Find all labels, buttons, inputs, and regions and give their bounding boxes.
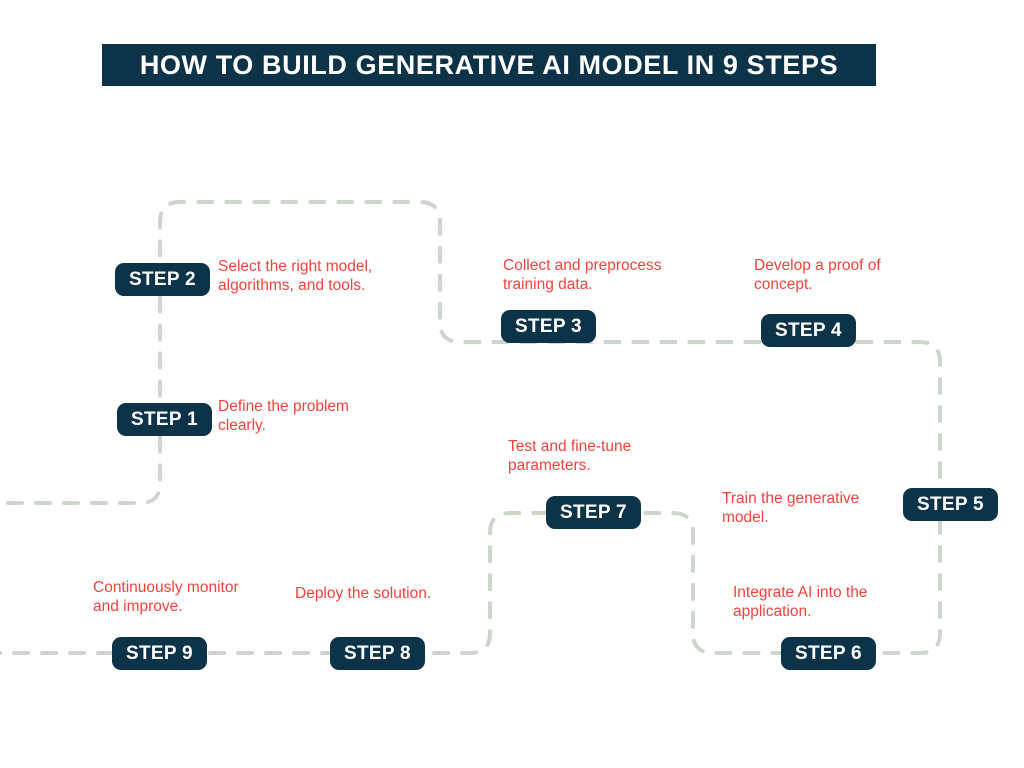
step-badge-2[interactable]: STEP 2 xyxy=(115,263,210,296)
step-badge-7[interactable]: STEP 7 xyxy=(546,496,641,529)
step-caption-7: Test and fine-tune parameters. xyxy=(508,438,632,474)
step-caption-5: Train the generative model. xyxy=(722,490,860,526)
step-badge-1[interactable]: STEP 1 xyxy=(117,403,212,436)
step-badge-5[interactable]: STEP 5 xyxy=(903,488,998,521)
step-badge-3[interactable]: STEP 3 xyxy=(501,310,596,343)
step-badge-6[interactable]: STEP 6 xyxy=(781,637,876,670)
step-caption-8: Deploy the solution. xyxy=(295,585,432,602)
step-badge-8[interactable]: STEP 8 xyxy=(330,637,425,670)
step-caption-3: Collect and preprocess training data. xyxy=(503,257,662,293)
step-badge-4[interactable]: STEP 4 xyxy=(761,314,856,347)
step-badge-9[interactable]: STEP 9 xyxy=(112,637,207,670)
step-caption-2: Select the right model, algorithms, and … xyxy=(218,258,373,294)
page-title-banner: HOW TO BUILD GENERATIVE AI MODEL IN 9 ST… xyxy=(102,44,876,86)
page-title: HOW TO BUILD GENERATIVE AI MODEL IN 9 ST… xyxy=(139,49,839,80)
step-caption-1: Define the problem clearly. xyxy=(218,398,349,434)
step-caption-4: Develop a proof of concept. xyxy=(754,257,881,293)
step-caption-9: Continuously monitor and improve. xyxy=(93,579,239,615)
step-caption-6: Integrate AI into the application. xyxy=(733,584,868,620)
